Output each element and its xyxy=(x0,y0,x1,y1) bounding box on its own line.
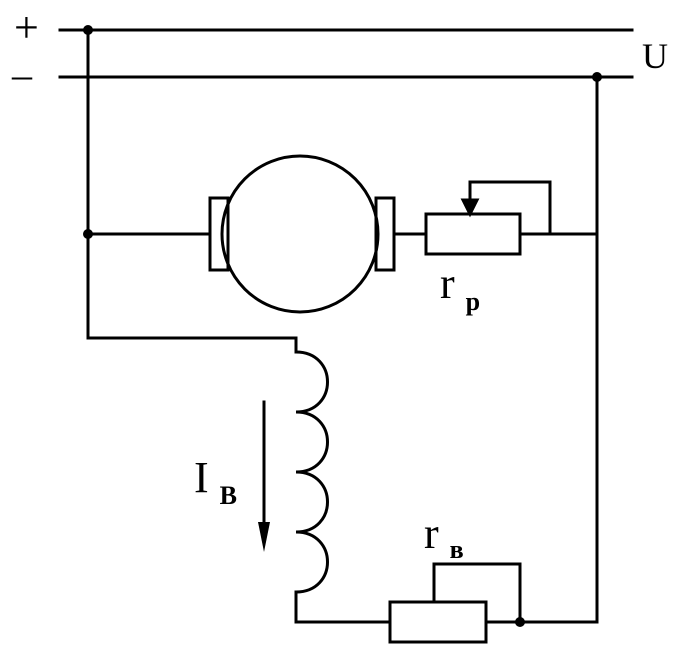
junction-dot-armature xyxy=(83,229,93,239)
supply-voltage-label: U xyxy=(642,36,668,76)
armature-resistor-label: r р xyxy=(440,259,480,316)
field-resistor-label: r в xyxy=(424,509,464,564)
armature-resistor-subscript: р xyxy=(466,287,480,316)
field-rheostat-body xyxy=(388,600,488,644)
field-resistor-symbol: r xyxy=(424,509,439,558)
armature-resistor-symbol: r xyxy=(440,259,455,308)
junction-dot-minus xyxy=(592,72,602,82)
motor-armature xyxy=(220,154,380,314)
field-current-label: I В xyxy=(194,453,237,510)
field-winding-coil xyxy=(294,350,329,594)
field-resistor-subscript: в xyxy=(450,535,464,564)
field-wire-top xyxy=(86,336,298,354)
armature-rheostat-body xyxy=(424,212,522,256)
field-wire-bottom xyxy=(294,590,392,624)
armature-brush-left xyxy=(208,196,230,272)
armature-rheostat-slider-arrow xyxy=(460,198,480,218)
field-current-subscript: В xyxy=(220,481,237,510)
junction-dot-plus xyxy=(83,25,93,35)
plus-terminal-label: + xyxy=(14,3,39,52)
field-rheostat-bypass-wire xyxy=(432,562,522,624)
armature-rheostat-slider-wire xyxy=(468,180,552,236)
field-current-symbol: I xyxy=(194,453,209,502)
field-current-arrow-head xyxy=(258,522,270,552)
minus-terminal-label: – xyxy=(11,52,33,97)
junction-dot-field-rheostat xyxy=(515,617,525,627)
